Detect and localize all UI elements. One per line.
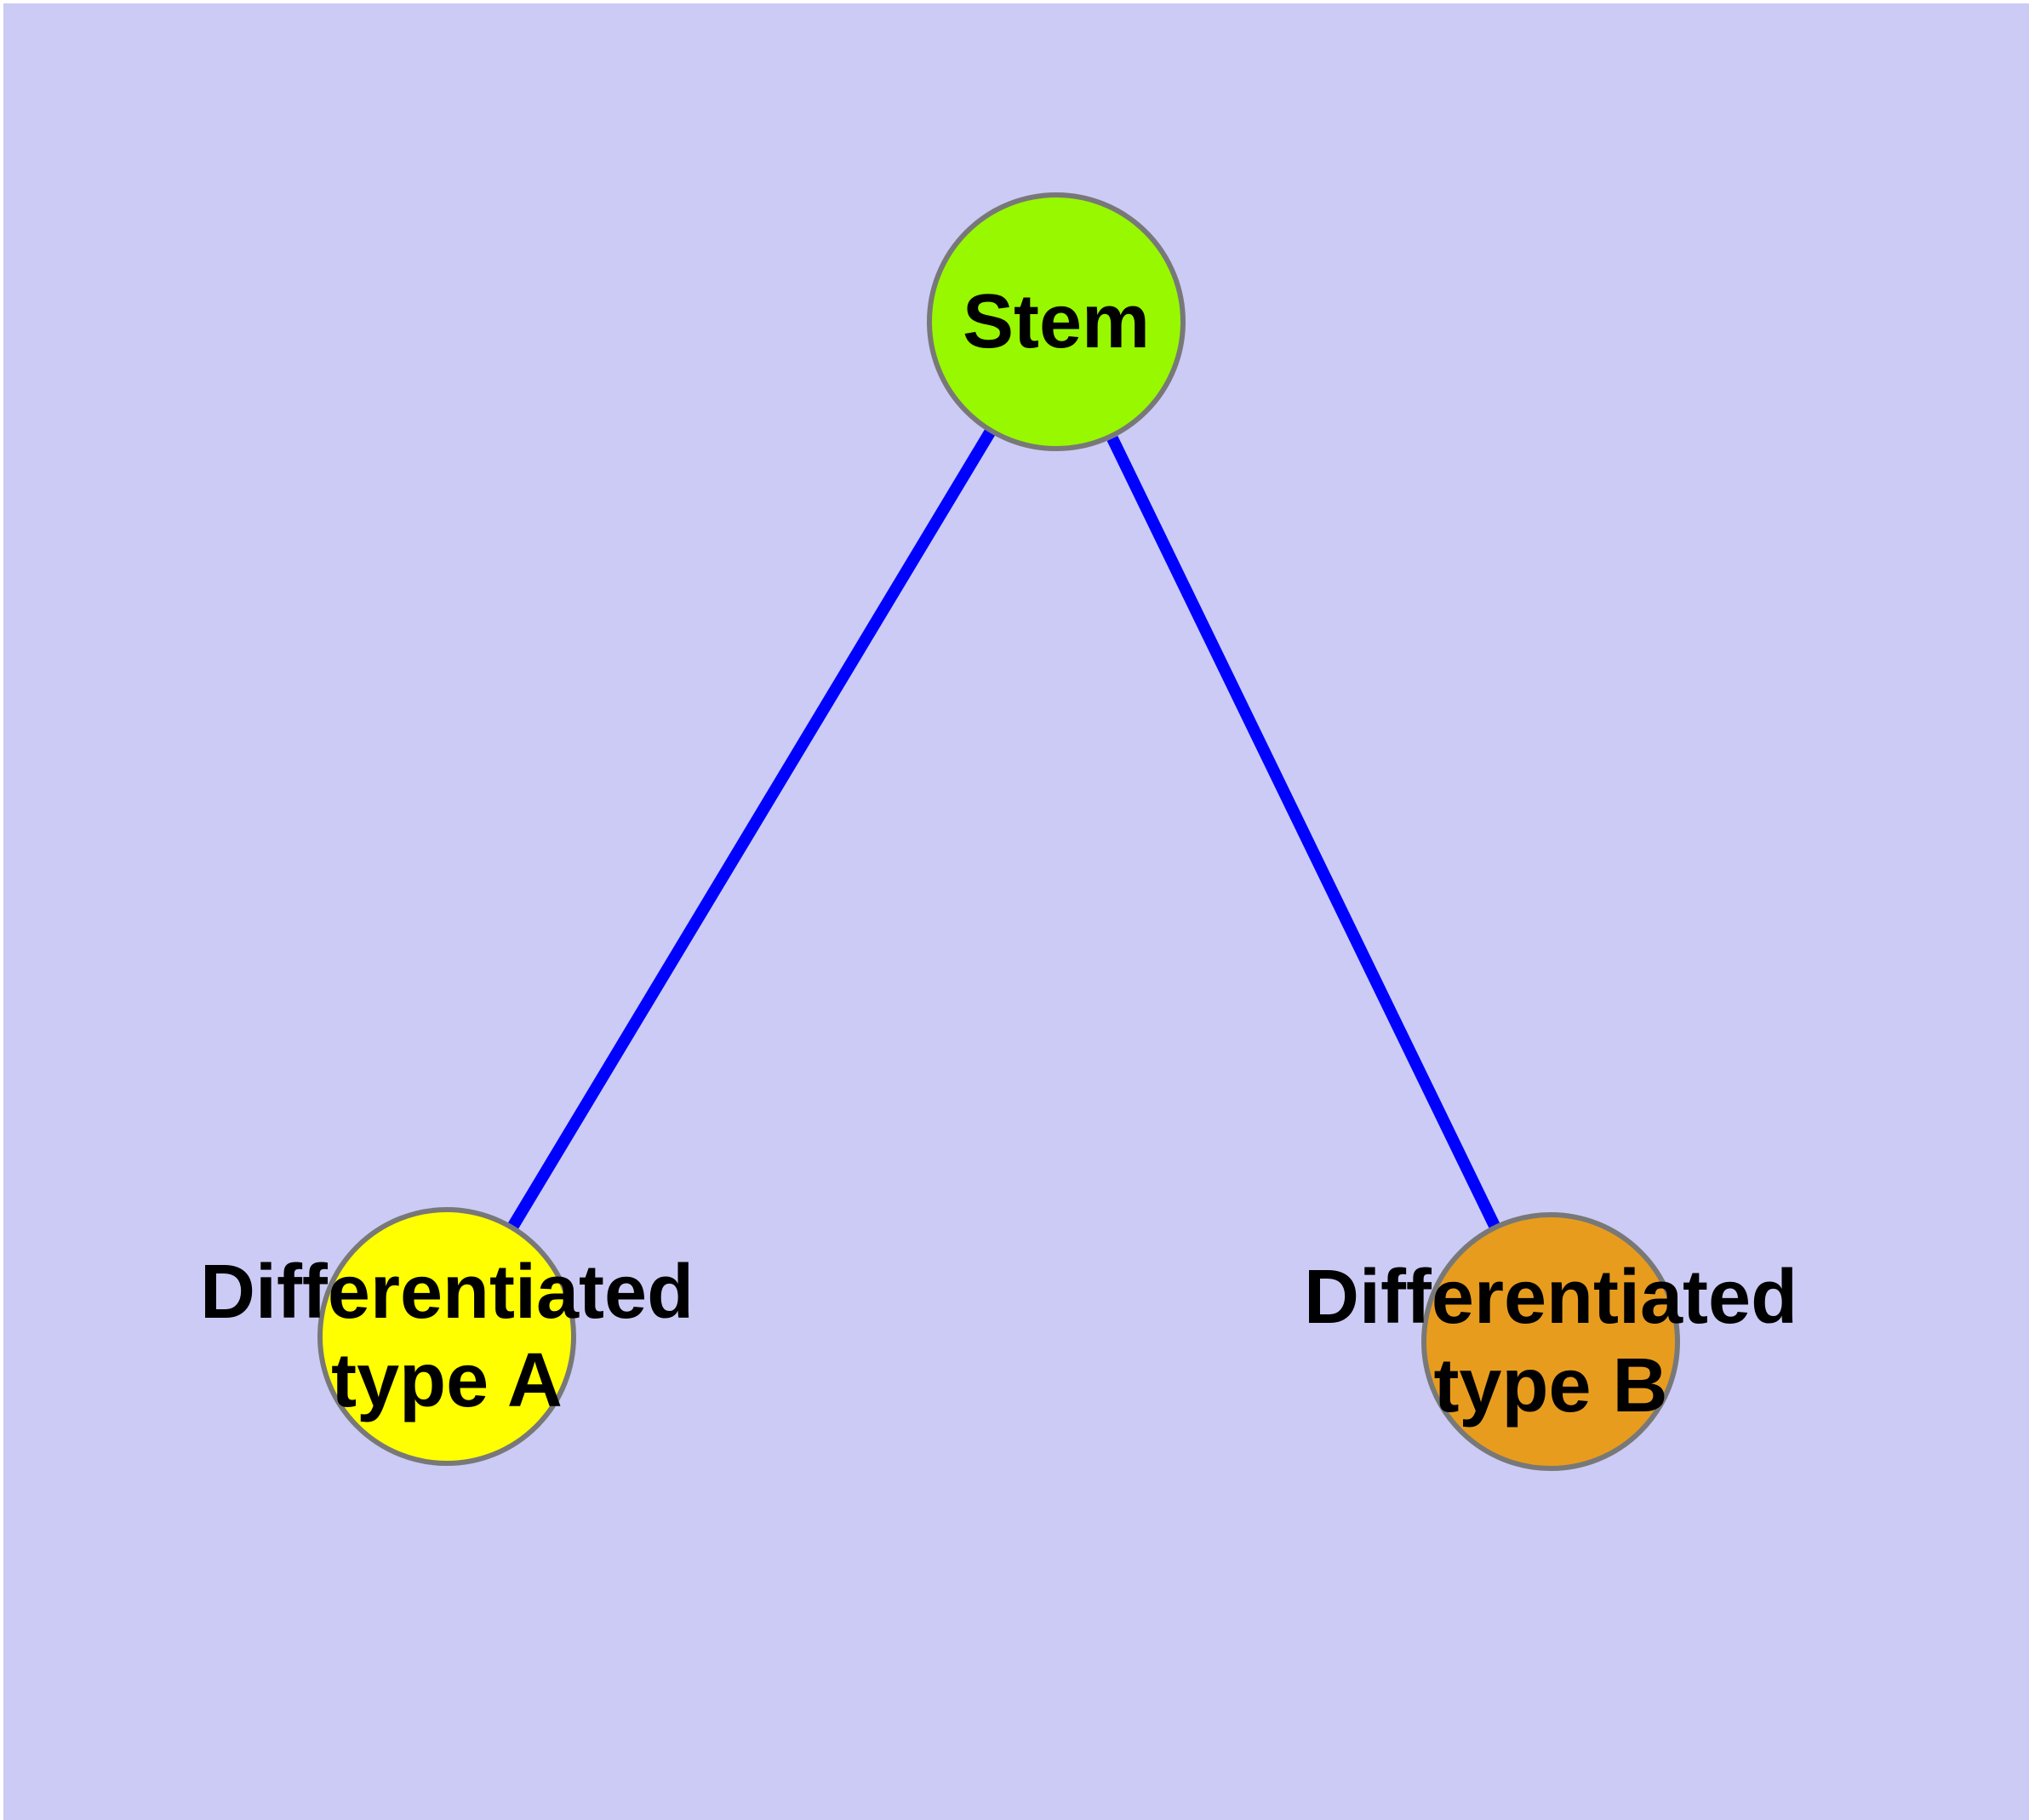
node-stem-label: Stem (963, 278, 1150, 366)
graph-canvas[interactable]: Stem Differentiated type A Differentiate… (3, 3, 2029, 1820)
node-type-b-label-line-1: Differentiated (1303, 1255, 1798, 1340)
node-differentiated-type-a[interactable] (317, 1207, 576, 1466)
node-type-b-label-line-2: type B (1433, 1343, 1668, 1428)
edge-stem-to-type-b[interactable] (1106, 435, 1500, 1229)
node-stem-label-line: Stem (962, 279, 1151, 364)
node-differentiated-type-b-label: Differentiated type B (1304, 1253, 1798, 1430)
node-differentiated-type-a-label: Differentiated type A (200, 1248, 694, 1425)
node-stem[interactable] (927, 192, 1186, 451)
edges-layer (507, 429, 1500, 1229)
node-type-a-label-line-1: Differentiated (199, 1250, 694, 1335)
node-type-a-label-line-2: type A (331, 1338, 563, 1423)
edge-stem-to-type-a[interactable] (507, 429, 996, 1229)
node-differentiated-type-b[interactable] (1421, 1212, 1680, 1471)
